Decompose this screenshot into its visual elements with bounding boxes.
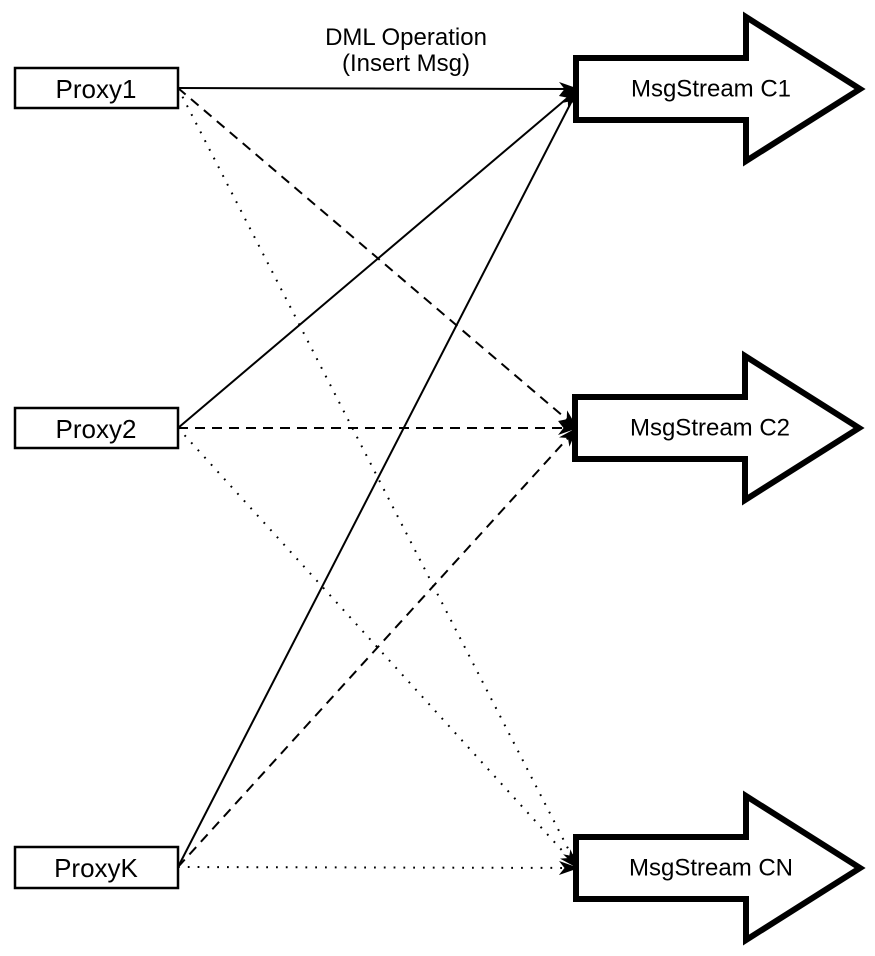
edge-proxyk-c1 [177,88,579,868]
stream-label: MsgStream C2 [630,415,790,442]
proxy-box [13,406,180,450]
node-proxy1: Proxy1 [13,66,180,110]
proxy-label: Proxy1 [56,74,137,104]
edge-proxy2-cn [177,427,579,869]
edge-proxyk-cn [177,860,579,875]
stream-label: MsgStream C1 [631,76,791,103]
edge-proxyk-c2 [177,427,578,868]
edges-layer [177,81,579,875]
edge-proxy1-c2 [177,87,578,429]
block-arrow-icon [572,350,865,506]
proxy-box [13,845,180,890]
edge-label-dml-operation: DML Operation (Insert Msg) [325,24,487,77]
block-arrow-icon [573,790,866,946]
edge-label-line2: (Insert Msg) [342,50,470,77]
proxy-label: ProxyK [54,853,138,883]
proxy-label: Proxy2 [56,414,137,444]
block-arrow-icon [573,11,866,167]
stream-label: MsgStream CN [629,855,793,882]
node-msgstream-cn: MsgStream CN [573,790,866,946]
node-proxyk: ProxyK [13,845,180,890]
edge-proxy1-c1 [177,81,579,96]
node-msgstream-c1: MsgStream C1 [573,11,866,167]
proxy-box [13,66,180,110]
node-msgstream-c2: MsgStream C2 [572,350,865,506]
node-proxy2: Proxy2 [13,406,180,450]
edge-label-line1: DML Operation [325,24,487,51]
